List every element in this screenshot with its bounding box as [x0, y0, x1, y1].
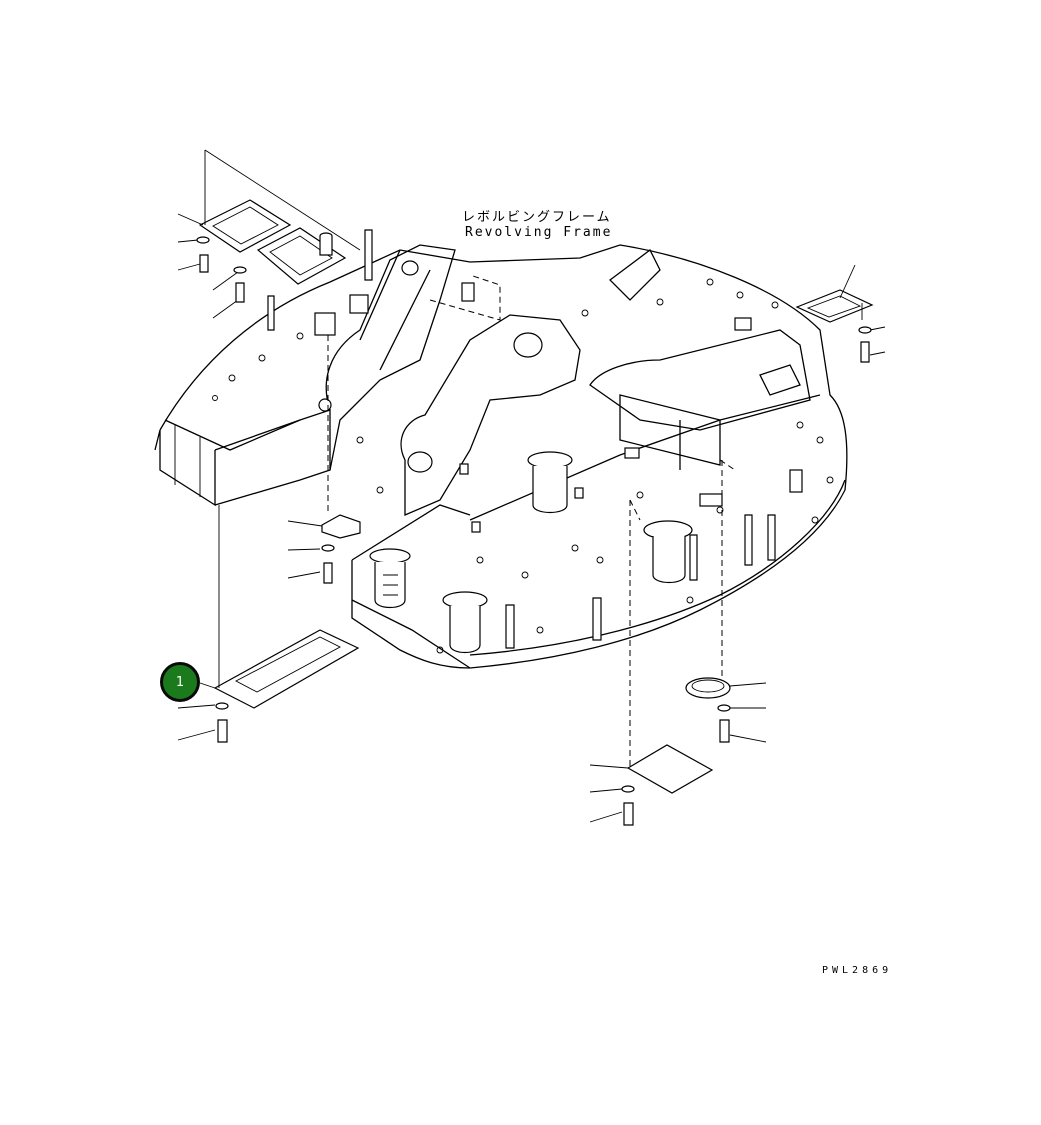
right-structure — [589, 249, 811, 470]
cylinder-left — [369, 548, 411, 609]
cylinder-front — [442, 591, 488, 654]
deck-blocks — [314, 282, 803, 533]
cover-plate-bottom-left — [177, 505, 360, 743]
callout-badge[interactable]: 1 — [160, 662, 200, 702]
deck-holes — [212, 278, 834, 654]
tank-cylinders — [267, 229, 776, 654]
cylinder-right — [643, 520, 693, 584]
frame-title-english: Revolving Frame — [465, 225, 613, 240]
cover-plate-top-right — [795, 264, 886, 363]
frame-deck — [154, 244, 848, 669]
cover-plate-bottom-right — [589, 460, 767, 826]
cover-left — [287, 335, 361, 584]
frame-title-japanese: レボルビングフレーム — [462, 210, 612, 225]
boom-bracket — [318, 244, 581, 516]
cylinder-center — [527, 451, 573, 514]
drawing-code: PWL2869 — [822, 965, 893, 976]
hidden-lines — [429, 274, 736, 521]
cover-plate-top-left — [177, 149, 361, 319]
